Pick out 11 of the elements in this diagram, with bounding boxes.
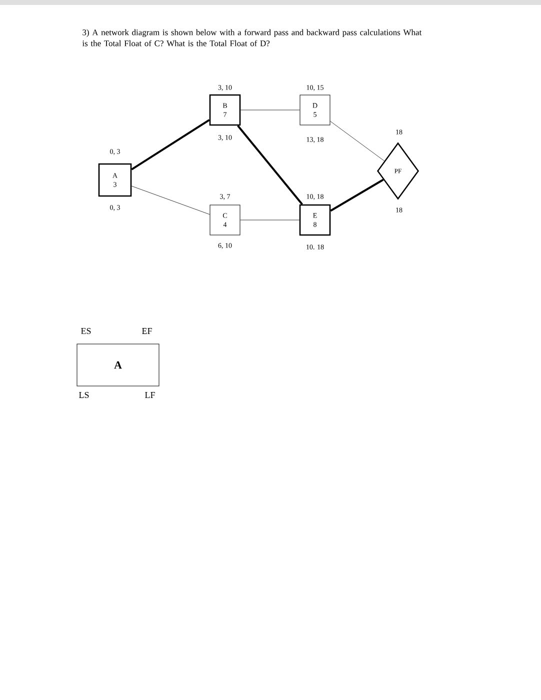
connector-line: [131, 119, 210, 170]
connector-line: [330, 178, 384, 212]
time-label: LF: [145, 392, 155, 398]
question-text: 3) A network diagram is shown below with a forward pass and backward pass calculations What is the Total Float of C? What is the Total Float of D?: [82, 29, 422, 46]
connector-line: [330, 121, 384, 162]
connector-line: [131, 186, 210, 215]
time-label: EF: [142, 328, 152, 334]
time-label: LS: [79, 392, 89, 398]
legend-box: A: [76, 344, 160, 386]
connector-line: [237, 125, 303, 205]
time-label: ES: [81, 328, 91, 334]
